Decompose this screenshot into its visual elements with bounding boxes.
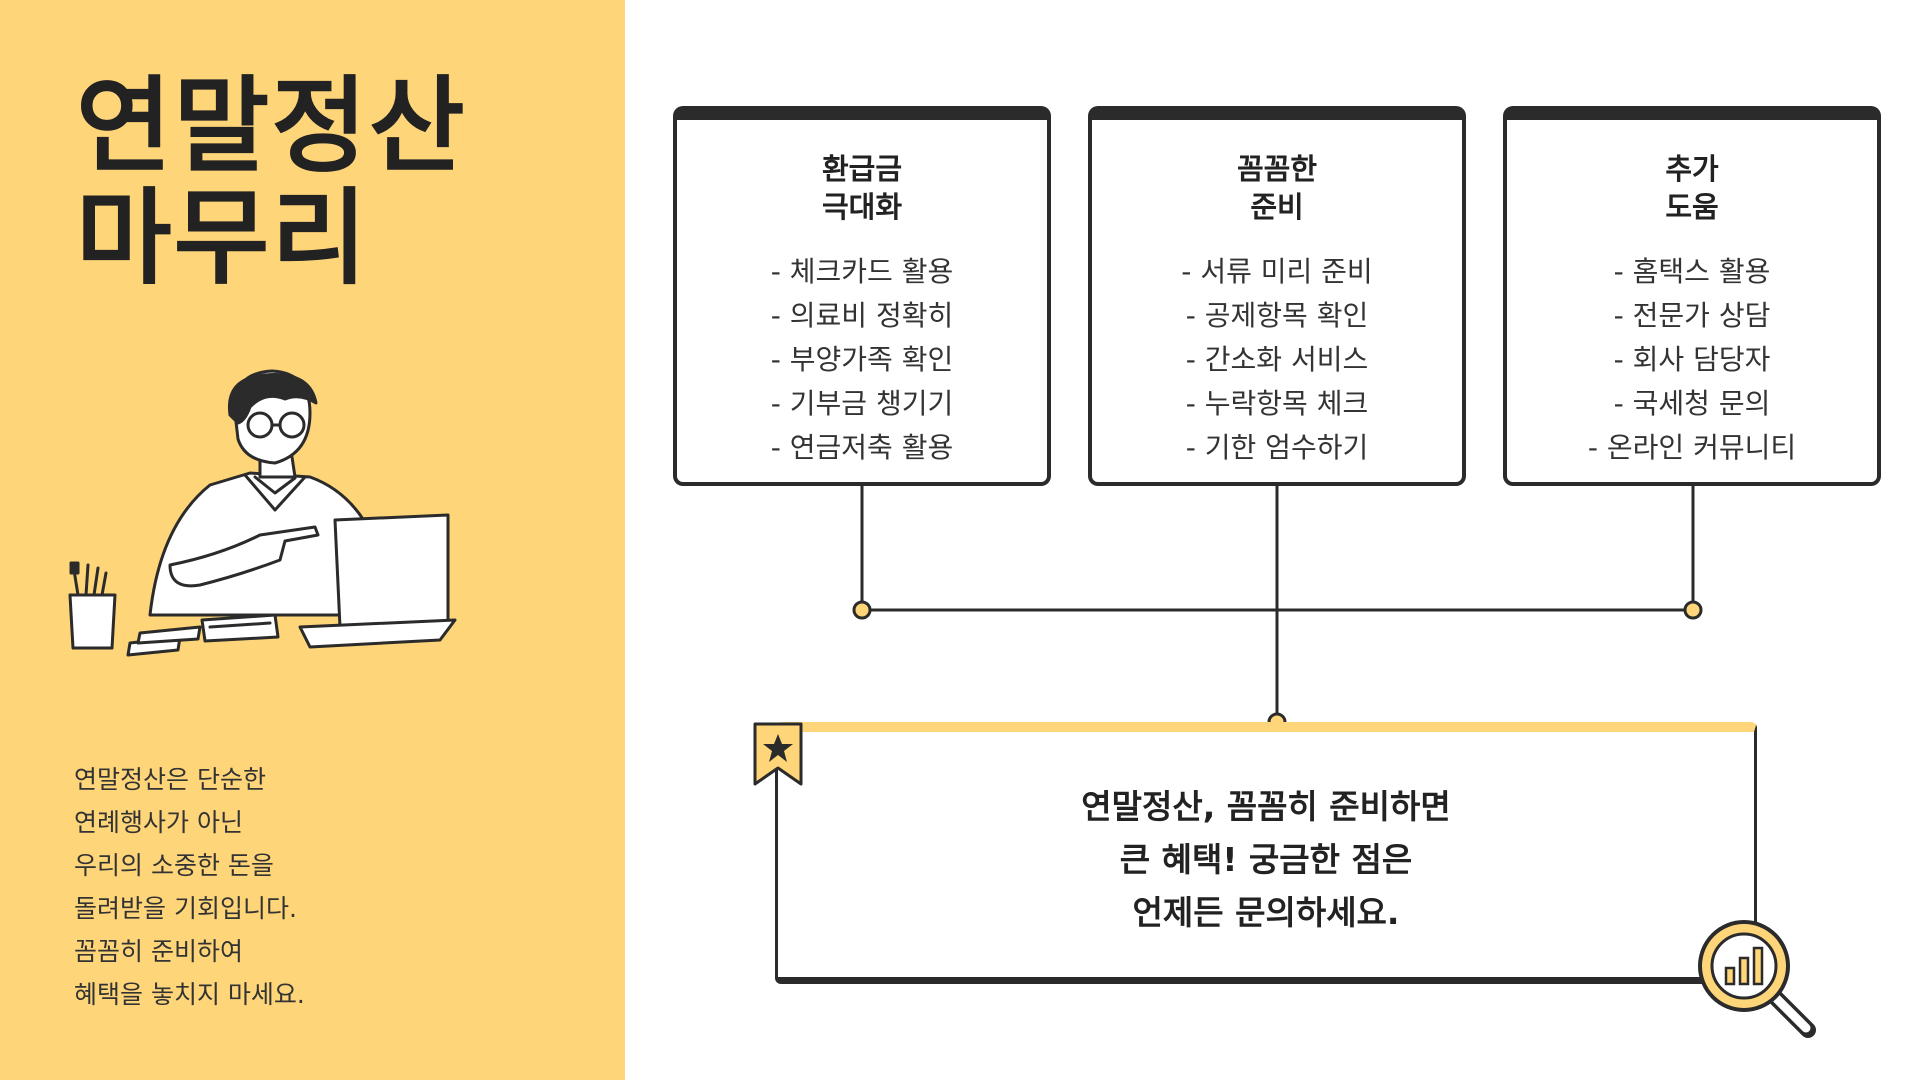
summary-line-3: 언제든 문의하세요.	[1132, 893, 1400, 932]
card-title: 추가 도움	[1507, 150, 1877, 226]
card-list-item: 온라인 커뮤니티	[1507, 426, 1877, 470]
card-title: 환급금 극대화	[677, 150, 1047, 226]
description-line-3: 우리의 소중한 돈을	[74, 851, 274, 880]
card-list: 체크카드 활용 의료비 정확히 부양가족 확인 기부금 챙기기 연금저축 활용	[677, 250, 1047, 470]
card-list-item: 공제항목 확인	[1092, 294, 1462, 338]
page-title: 연말정산 마무리	[76, 70, 596, 294]
card-title-line: 꼼꼼한	[1236, 152, 1318, 186]
card-list-item: 기부금 챙기기	[677, 382, 1047, 426]
title-line-1: 연말정산	[76, 65, 467, 187]
description-line-2: 연례행사가 아닌	[74, 808, 243, 837]
card-list-item: 기한 엄수하기	[1092, 426, 1462, 470]
description: 연말정산은 단순한 연례행사가 아닌 우리의 소중한 돈을 돌려받을 기회입니다…	[74, 758, 534, 1016]
card-list-item: 연금저축 활용	[677, 426, 1047, 470]
summary-line-1: 연말정산, 꼼꼼히 준비하면	[1081, 787, 1451, 826]
card-list-item: 간소화 서비스	[1092, 338, 1462, 382]
card-title: 꼼꼼한 준비	[1092, 150, 1462, 226]
summary-box: 연말정산, 꼼꼼히 준비하면 큰 혜택! 궁금한 점은 언제든 문의하세요.	[775, 722, 1757, 984]
card-title-line: 추가	[1665, 152, 1719, 186]
card-title-line: 준비	[1250, 190, 1304, 224]
card-list-item: 서류 미리 준비	[1092, 250, 1462, 294]
card-title-line: 도움	[1665, 190, 1719, 224]
card-list: 서류 미리 준비 공제항목 확인 간소화 서비스 누락항목 체크 기한 엄수하기	[1092, 250, 1462, 470]
card-list-item: 전문가 상담	[1507, 294, 1877, 338]
title-line-2: 마무리	[76, 177, 370, 299]
card-title-line: 극대화	[821, 190, 903, 224]
description-line-5: 꼼꼼히 준비하여	[74, 937, 243, 966]
card-list-item: 의료비 정확히	[677, 294, 1047, 338]
card-list-item: 체크카드 활용	[677, 250, 1047, 294]
summary-line-2: 큰 혜택! 궁금한 점은	[1119, 840, 1413, 879]
card-thorough-prep: 꼼꼼한 준비 서류 미리 준비 공제항목 확인 간소화 서비스 누락항목 체크 …	[1088, 106, 1466, 486]
description-line-1: 연말정산은 단순한	[74, 765, 266, 794]
card-title-line: 환급금	[821, 152, 903, 186]
connector-node-right	[1683, 600, 1703, 620]
description-line-6: 혜택을 놓치지 마세요.	[74, 980, 305, 1009]
card-refund-maximize: 환급금 극대화 체크카드 활용 의료비 정확히 부양가족 확인 기부금 챙기기 …	[673, 106, 1051, 486]
left-panel: 연말정산 마무리	[0, 0, 625, 1080]
star-bookmark-icon	[753, 722, 803, 786]
card-list: 홈택스 활용 전문가 상담 회사 담당자 국세청 문의 온라인 커뮤니티	[1507, 250, 1877, 470]
card-list-item: 누락항목 체크	[1092, 382, 1462, 426]
connector-node-left	[852, 600, 872, 620]
card-list-item: 국세청 문의	[1507, 382, 1877, 426]
card-list-item: 부양가족 확인	[677, 338, 1047, 382]
summary-text: 연말정산, 꼼꼼히 준비하면 큰 혜택! 궁금한 점은 언제든 문의하세요.	[778, 780, 1754, 939]
card-extra-help: 추가 도움 홈택스 활용 전문가 상담 회사 담당자 국세청 문의 온라인 커뮤…	[1503, 106, 1881, 486]
card-list-item: 홈택스 활용	[1507, 250, 1877, 294]
magnifier-chart-icon	[1698, 920, 1816, 1038]
card-list-item: 회사 담당자	[1507, 338, 1877, 382]
description-line-4: 돌려받을 기회입니다.	[74, 894, 297, 923]
man-at-laptop-illustration	[68, 369, 457, 657]
